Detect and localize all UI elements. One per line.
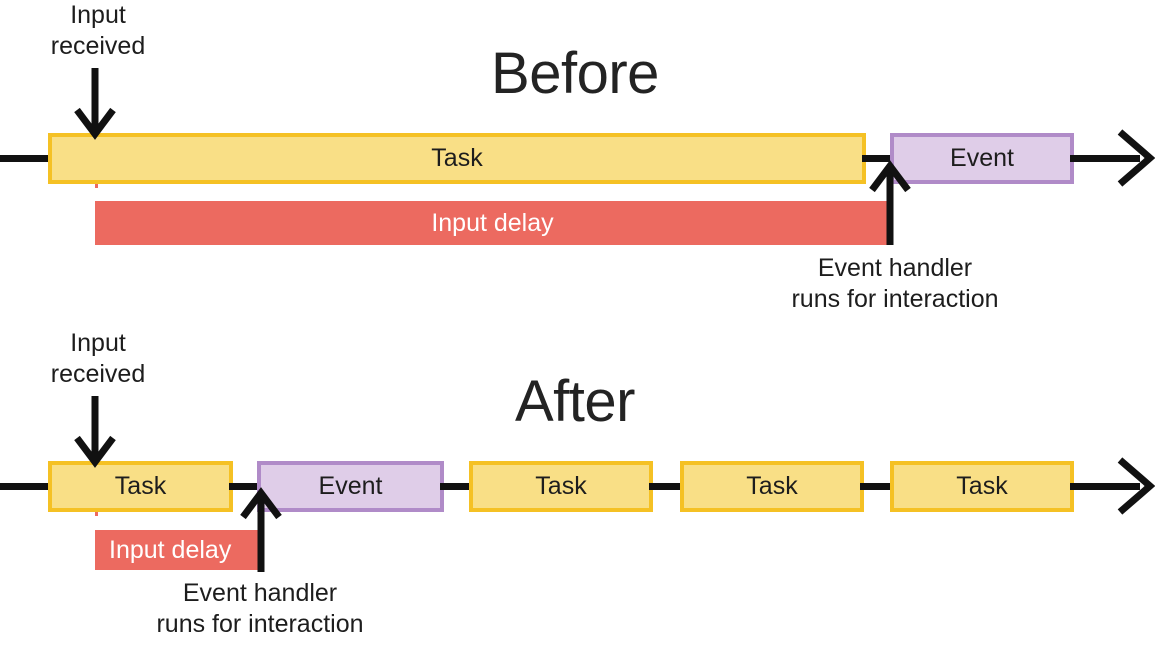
before-event-label: Event (950, 144, 1014, 172)
after-connector-4 (860, 483, 894, 490)
before-task-label: Task (431, 144, 483, 172)
before-connector-1 (862, 155, 894, 162)
after-task-block-1: Task (48, 461, 233, 512)
after-event-label: Event (318, 472, 383, 500)
before-title: Before (491, 41, 659, 106)
before-task-block: Task (48, 133, 866, 184)
before-input-delay-bar: Input delay (95, 201, 890, 245)
after-event-handler-label: Event handler runs for interaction (156, 579, 364, 638)
before-axis-line-left (0, 155, 52, 162)
after-input-arrow (74, 396, 116, 468)
after-title: After (515, 369, 636, 434)
after-task-label-4: Task (956, 472, 1008, 500)
after-task-label-1: Task (114, 472, 167, 500)
before-input-delay-label: Input delay (431, 208, 554, 237)
after-task-label-2: Task (535, 472, 587, 500)
after-connector-3 (649, 483, 684, 490)
after-task-label-3: Task (746, 472, 798, 500)
before-input-received-label: Input received (50, 1, 146, 60)
before-input-arrow (74, 68, 116, 140)
after-task-block-2: Task (469, 461, 653, 512)
after-event-block: Event (257, 461, 444, 512)
before-event-block: Event (890, 133, 1074, 184)
after-input-delay-bar: Input delay (95, 530, 261, 570)
after-task-block-3: Task (680, 461, 864, 512)
after-input-received-label: Input received (50, 329, 146, 388)
after-connector-2 (440, 483, 473, 490)
after-axis-line-left (0, 483, 52, 490)
after-connector-1 (229, 483, 261, 490)
after-axis-line-right (1070, 483, 1140, 490)
after-task-block-4: Task (890, 461, 1074, 512)
before-event-handler-label: Event handler runs for interaction (791, 254, 999, 313)
after-input-marker-dotline (95, 512, 98, 530)
before-input-marker-dotline (95, 184, 98, 202)
before-axis-line-right (1070, 155, 1140, 162)
after-input-delay-label: Input delay (109, 535, 232, 564)
